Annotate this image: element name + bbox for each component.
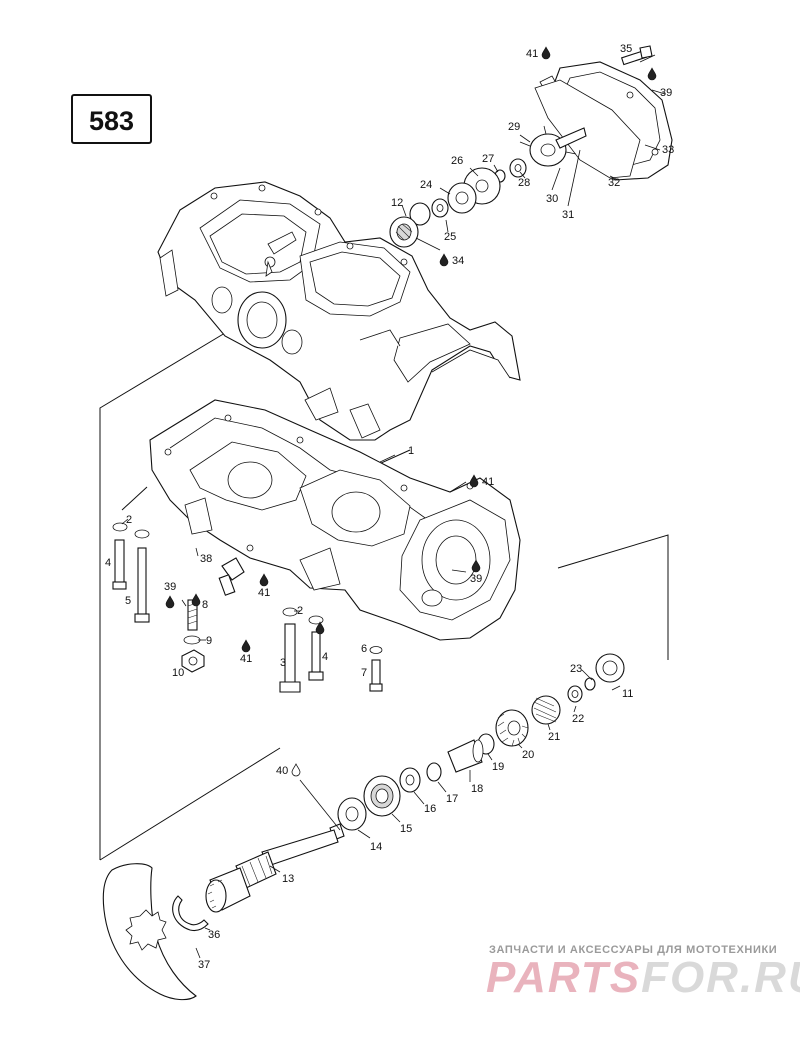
- callout-c7: 7: [361, 667, 367, 679]
- leader-lines: [121, 54, 666, 959]
- bolts-left: [112, 522, 205, 673]
- pump-gasket: [534, 79, 641, 179]
- seal-14: [337, 797, 367, 831]
- drop-icon: [259, 573, 269, 587]
- drop-icon: [647, 67, 657, 81]
- drop-icon: [471, 559, 481, 573]
- callout-c12: 12: [391, 197, 403, 209]
- drop-icon: [165, 595, 175, 609]
- pump-shaft-parts: [389, 158, 527, 248]
- callout-c20: 20: [522, 749, 534, 761]
- callout-c29: 29: [508, 121, 520, 133]
- watermark-tagline: ЗАПЧАСТИ И АКСЕССУАРЫ ДЛЯ МОТОТЕХНИКИ: [489, 944, 777, 956]
- callout-c4b: 4: [322, 651, 328, 663]
- callout-c6: 6: [361, 643, 367, 655]
- callout-c41c: 41: [258, 587, 270, 599]
- ring-17: [426, 762, 442, 782]
- impeller: [519, 125, 587, 167]
- callout-c39b: 39: [470, 573, 482, 585]
- callout-c28: 28: [518, 177, 530, 189]
- watermark-brand: PARTSFOR.RU: [486, 953, 800, 1002]
- callout-c14: 14: [370, 841, 382, 853]
- callout-c33: 33: [662, 144, 674, 156]
- callout-c30: 30: [546, 193, 558, 205]
- gear-20: [495, 709, 529, 747]
- callout-c5: 5: [125, 595, 131, 607]
- bearing-15: [363, 775, 401, 817]
- lower-crankcase: [149, 399, 521, 641]
- drop-icon: [241, 639, 251, 653]
- callout-c15: 15: [400, 823, 412, 835]
- drop-icon: [291, 763, 301, 777]
- circlip-36: [172, 895, 209, 932]
- callout-c17: 17: [446, 793, 458, 805]
- callout-c2a: 2: [126, 514, 132, 526]
- assembly-frame-lines: [99, 317, 669, 861]
- callout-c2b: 2: [297, 605, 303, 617]
- callout-c13: 13: [282, 873, 294, 885]
- callout-c41b: 41: [482, 476, 494, 488]
- callout-c41d: 41: [240, 653, 252, 665]
- drop-icon: [469, 474, 479, 488]
- callout-c9: 9: [206, 635, 212, 647]
- callout-c37: 37: [198, 959, 210, 971]
- callout-c8: 8: [202, 599, 208, 611]
- page-number: 583: [89, 106, 134, 136]
- lubricant-drops: [165, 46, 657, 777]
- pto-shaft-13: [205, 823, 345, 913]
- callout-c40: 40: [276, 765, 288, 777]
- gear-plate-37: [102, 863, 197, 1001]
- callout-c26: 26: [451, 155, 463, 167]
- callout-c41a: 41: [526, 48, 538, 60]
- callout-c4a: 4: [105, 557, 111, 569]
- callout-c3: 3: [280, 657, 286, 669]
- upper-crankcase: [157, 181, 521, 441]
- sleeve-18: [447, 739, 484, 773]
- small-rings: [567, 677, 596, 703]
- callout-c25: 25: [444, 231, 456, 243]
- callout-c39c: 39: [164, 581, 176, 593]
- pto-seal-11: [595, 653, 625, 683]
- callout-c22: 22: [572, 713, 584, 725]
- callout-c19: 19: [492, 761, 504, 773]
- callout-c24: 24: [420, 179, 432, 191]
- callout-c31: 31: [562, 209, 574, 221]
- watermark: ЗАПЧАСТИ И АКСЕССУАРЫ ДЛЯ МОТОТЕХНИКИ PA…: [486, 944, 800, 1002]
- washer-16: [399, 767, 421, 793]
- callout-c36: 36: [208, 929, 220, 941]
- callout-c10: 10: [172, 667, 184, 679]
- drop-icon: [439, 253, 449, 267]
- watermark-brand-right: FOR.RU: [641, 953, 800, 1002]
- callout-c21: 21: [548, 731, 560, 743]
- callout-c16: 16: [424, 803, 436, 815]
- callout-c1: 1: [408, 445, 414, 457]
- callout-c18: 18: [471, 783, 483, 795]
- callout-c32: 32: [608, 177, 620, 189]
- callout-c11: 11: [622, 688, 633, 700]
- callout-c27: 27: [482, 153, 494, 165]
- page-number-box: 583: [71, 94, 152, 144]
- callout-c39a: 39: [660, 87, 672, 99]
- pump-screw: [620, 45, 653, 66]
- bolts-middle: [279, 607, 383, 693]
- callout-c38: 38: [200, 553, 212, 565]
- drop-icon: [191, 593, 201, 607]
- callout-c35: 35: [620, 43, 632, 55]
- spring-21: [531, 695, 561, 725]
- drop-icon: [541, 46, 551, 60]
- callout-c34: 34: [452, 255, 464, 267]
- callout-c23: 23: [570, 663, 582, 675]
- watermark-brand-left: PARTS: [486, 953, 641, 1002]
- drop-icon: [315, 621, 325, 635]
- crankcase-fitting: [218, 557, 245, 596]
